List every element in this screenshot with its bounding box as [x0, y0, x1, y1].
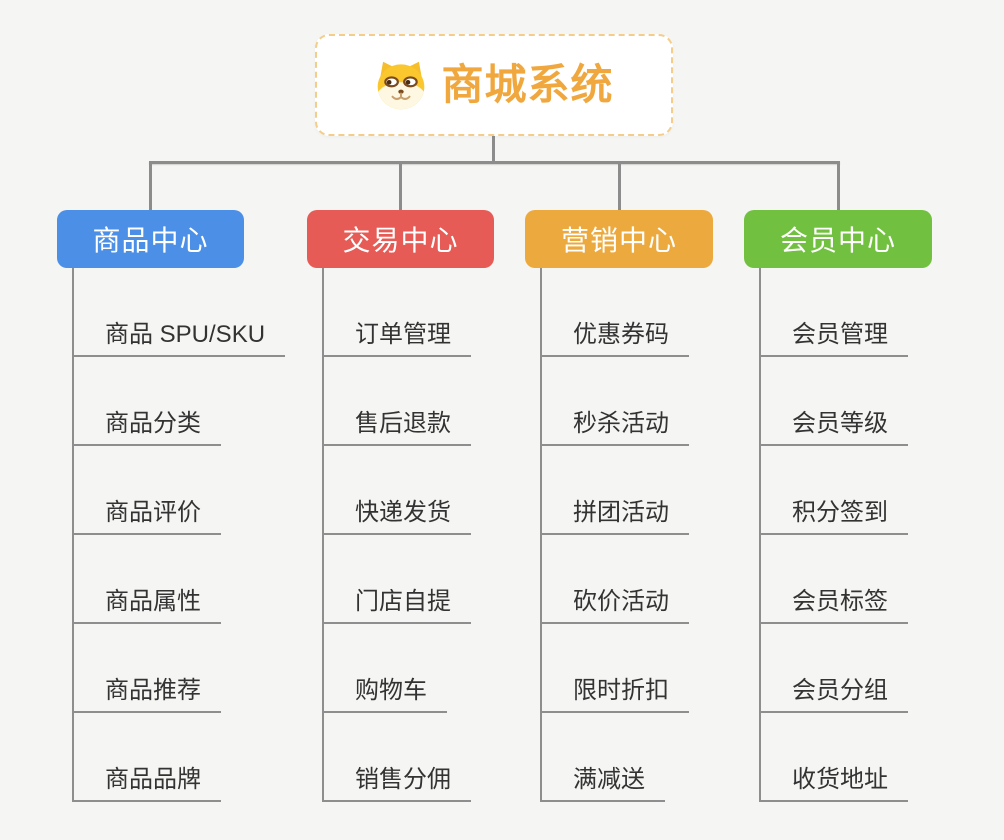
leaf-label: 商品推荐: [72, 676, 221, 713]
leaf-node[interactable]: 限时折扣: [540, 624, 689, 713]
branch-label: 会员中心: [779, 225, 896, 256]
leaf-label: 拼团活动: [540, 498, 689, 535]
leaf-node[interactable]: 砍价活动: [540, 535, 689, 624]
branch-node-member-center[interactable]: 会员中心: [744, 210, 932, 268]
branch-children-marketing-center: 优惠券码 秒杀活动 拼团活动 砍价活动 限时折扣 满减送: [540, 268, 689, 802]
leaf-node[interactable]: 商品分类: [72, 357, 285, 446]
branch-node-marketing-center[interactable]: 营销中心: [525, 210, 713, 268]
leaf-label: 满减送: [540, 765, 665, 802]
branch-children-product-center: 商品 SPU/SKU 商品分类 商品评价 商品属性 商品推荐 商品品牌: [72, 268, 286, 802]
connector-root-stem: [492, 136, 495, 163]
branch-node-trade-center[interactable]: 交易中心: [307, 210, 494, 268]
leaf-node[interactable]: 售后退款: [322, 357, 471, 446]
leaf-label: 秒杀活动: [540, 409, 689, 446]
branch-children-trade-center: 订单管理 售后退款 快递发货 门店自提 购物车 销售分佣: [322, 268, 471, 802]
leaf-node[interactable]: 优惠券码: [540, 268, 689, 357]
leaf-node[interactable]: 商品评价: [72, 446, 285, 535]
leaf-label: 会员等级: [759, 409, 908, 446]
leaf-node[interactable]: 收货地址: [759, 713, 908, 802]
leaf-node[interactable]: 快递发货: [322, 446, 471, 535]
leaf-node[interactable]: 商品推荐: [72, 624, 285, 713]
connector-drop: [837, 161, 840, 210]
leaf-node[interactable]: 秒杀活动: [540, 357, 689, 446]
leaf-label: 售后退款: [322, 409, 471, 446]
leaf-node[interactable]: 拼团活动: [540, 446, 689, 535]
branch-label: 营销中心: [560, 225, 677, 256]
connector-drop: [399, 161, 402, 210]
leaf-node[interactable]: 商品 SPU/SKU: [72, 268, 286, 357]
branch-label: 交易中心: [342, 225, 459, 256]
leaf-label: 优惠券码: [540, 320, 689, 357]
connector-drop: [618, 161, 621, 210]
leaf-node[interactable]: 满减送: [540, 713, 689, 802]
leaf-node[interactable]: 会员管理: [759, 268, 908, 357]
leaf-node[interactable]: 销售分佣: [322, 713, 471, 802]
leaf-node[interactable]: 会员等级: [759, 357, 908, 446]
leaf-label: 商品 SPU/SKU: [72, 320, 286, 357]
leaf-label: 会员标签: [759, 587, 908, 624]
leaf-label: 商品分类: [72, 409, 221, 446]
leaf-label: 订单管理: [322, 320, 471, 357]
leaf-label: 会员管理: [759, 320, 908, 357]
dog-face-icon: [378, 61, 425, 110]
root-node[interactable]: 商城系统: [315, 34, 673, 136]
leaf-label: 商品属性: [72, 587, 221, 624]
branch-children-member-center: 会员管理 会员等级 积分签到 会员标签 会员分组 收货地址: [759, 268, 908, 802]
leaf-label: 门店自提: [322, 587, 471, 624]
leaf-label: 收货地址: [759, 765, 908, 802]
leaf-node[interactable]: 门店自提: [322, 535, 471, 624]
leaf-label: 商品评价: [72, 498, 221, 535]
leaf-node[interactable]: 购物车: [322, 624, 471, 713]
leaf-node[interactable]: 商品属性: [72, 535, 285, 624]
leaf-node[interactable]: 商品品牌: [72, 713, 285, 802]
branch-label: 商品中心: [92, 225, 209, 256]
leaf-node[interactable]: 会员分组: [759, 624, 908, 713]
leaf-label: 购物车: [322, 676, 447, 713]
connector-bus: [149, 161, 840, 164]
leaf-label: 积分签到: [759, 498, 908, 535]
leaf-label: 限时折扣: [540, 676, 689, 713]
leaf-label: 商品品牌: [72, 765, 221, 802]
leaf-node[interactable]: 订单管理: [322, 268, 471, 357]
leaf-label: 会员分组: [759, 676, 908, 713]
leaf-label: 砍价活动: [540, 587, 689, 624]
root-title: 商城系统: [441, 61, 614, 108]
branch-node-product-center[interactable]: 商品中心: [57, 210, 244, 268]
leaf-label: 销售分佣: [322, 765, 471, 802]
leaf-node[interactable]: 会员标签: [759, 535, 908, 624]
leaf-label: 快递发货: [322, 498, 471, 535]
connector-drop: [149, 161, 152, 210]
leaf-node[interactable]: 积分签到: [759, 446, 908, 535]
